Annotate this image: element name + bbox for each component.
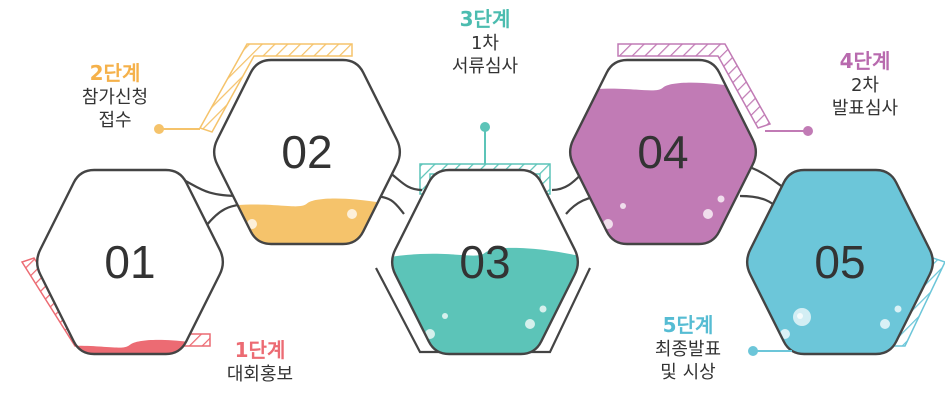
- hexagon-outline-3: [390, 168, 580, 356]
- stage-2-dot: [154, 124, 164, 134]
- stage-number-2: 02: [281, 126, 332, 178]
- stage-5-label: 5단계 최종발표 및 시상: [633, 312, 743, 385]
- stage-1-step: 1단계: [234, 338, 286, 362]
- bubble-4-2: [717, 195, 725, 203]
- stage-2-pointer: [158, 128, 200, 130]
- hexagon-stage-5: 05: [745, 168, 935, 356]
- stage-2-step: 2단계: [89, 61, 141, 85]
- bubble-4-1: [703, 209, 713, 219]
- hexagon-stage-1: 01: [35, 168, 225, 356]
- hexagon-outline-1: [35, 168, 225, 356]
- stage-3-step: 3단계: [459, 7, 511, 31]
- bubble-5-2: [894, 305, 902, 313]
- stage-4-label: 4단계 2차 발표심사: [810, 48, 920, 121]
- bubble-3-4: [442, 313, 448, 319]
- liquid-fill-4: [570, 82, 756, 244]
- stage-5-desc-line-1: 최종발표: [654, 339, 722, 360]
- stage-number-3: 03: [459, 236, 510, 288]
- bubble-5-1: [880, 319, 890, 329]
- stage-1-label: 1단계 대회홍보: [205, 337, 315, 386]
- stage-5-step: 5단계: [662, 313, 714, 337]
- hexagon-stage-4: 04: [568, 58, 758, 246]
- stage-number-4: 04: [637, 126, 688, 178]
- stage-5-pointer: [750, 350, 792, 352]
- stage-5-dot: [748, 346, 758, 356]
- stage-number-5: 05: [814, 236, 865, 288]
- stage-3-desc-line-2: 서류심사: [451, 56, 519, 78]
- stage-number-1: 01: [104, 236, 155, 288]
- hexagon-outline-5: [745, 168, 935, 356]
- stage-1-desc-line-1: 대회홍보: [226, 364, 294, 385]
- stage-5-desc-line-2: 및 시상: [660, 362, 716, 384]
- stage-4-step: 4단계: [839, 49, 891, 73]
- hexagon-outline-2: [212, 58, 402, 246]
- bubble-4-4: [620, 203, 626, 209]
- bubble-2-1: [347, 209, 357, 219]
- stage-4-desc-line-1: 2차: [850, 75, 879, 96]
- bubble-3-2: [539, 305, 547, 313]
- hexagon-stage-3: 03: [390, 168, 580, 356]
- stage-3-label: 3단계 1차 서류심사: [430, 6, 540, 79]
- hexagon-outline-4: [568, 58, 758, 246]
- hatch-band-2: [198, 43, 353, 133]
- stage-2-desc-line-2: 접수: [98, 110, 132, 132]
- bubble-3-1: [525, 319, 535, 329]
- stage-4-pointer: [765, 130, 810, 132]
- stage-4-desc-line-2: 발표심사: [831, 98, 899, 120]
- stage-2-label: 2단계 참가신청 접수: [60, 60, 170, 133]
- hatch-band-4: [617, 43, 772, 129]
- stage-3-desc-line-1: 1차: [470, 33, 499, 54]
- stage-4-dot: [803, 126, 813, 136]
- stage-2-desc-line-1: 참가신청: [81, 87, 149, 108]
- bubble-large-5: [793, 308, 811, 326]
- liquid-fill-5: [747, 170, 933, 354]
